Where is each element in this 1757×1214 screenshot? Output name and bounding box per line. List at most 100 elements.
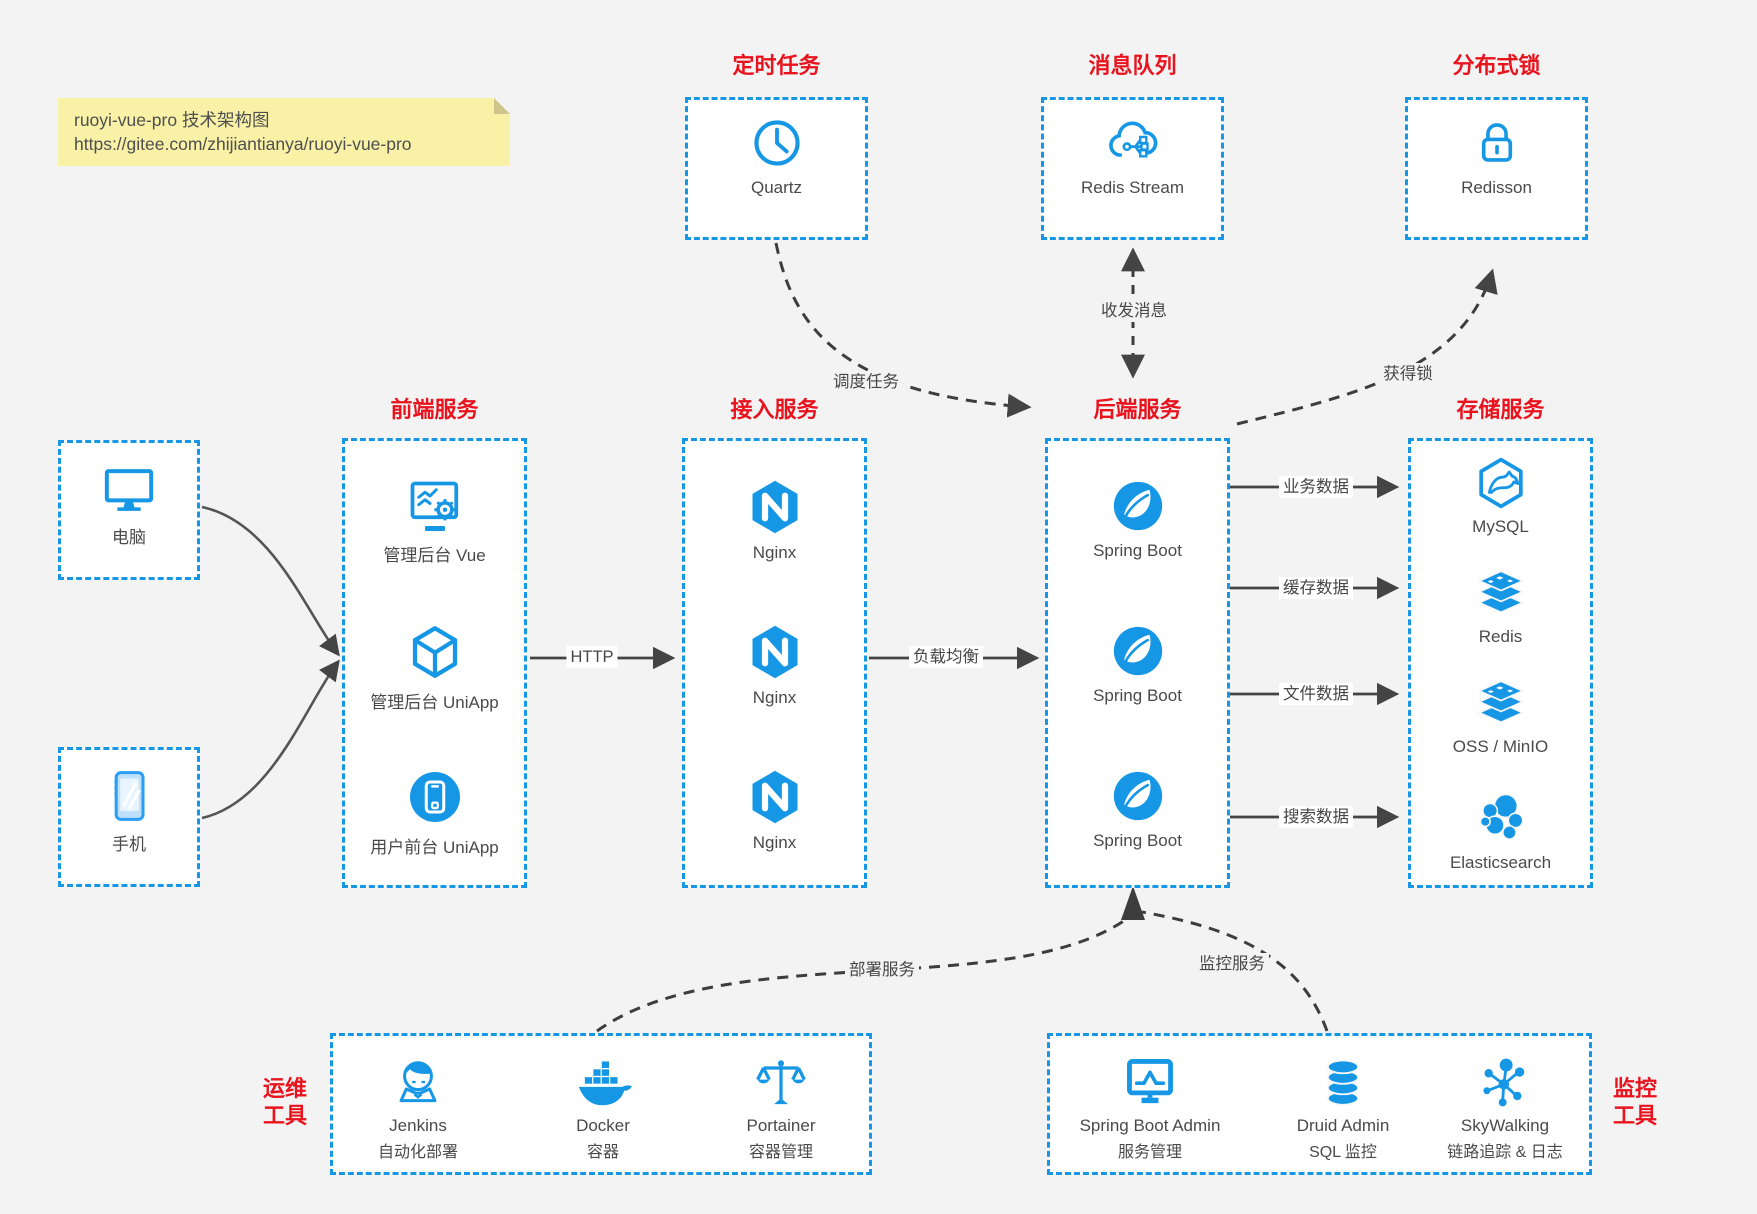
tool-portainer: Portainer 容器管理 (696, 1054, 866, 1162)
nginx-icon (752, 625, 797, 679)
clock-icon (753, 120, 800, 166)
box-storage-services: MySQL Redis OSS / MinIO (1408, 438, 1593, 888)
ops-title-line1: 运维 (262, 1076, 307, 1101)
edge-label-schedule-task: 调度任务 (829, 371, 903, 393)
uniapp-cube-icon (412, 626, 457, 678)
access-item-nginx-3: Nginx (685, 767, 864, 853)
access-nginx-1-label: Nginx (752, 543, 797, 562)
redis-stream-label: Redis Stream (1081, 178, 1184, 197)
frontend-user-uniapp-label: 用户前台 UniApp (370, 838, 499, 857)
storage-elasticsearch-label: Elasticsearch (1449, 853, 1552, 872)
storage-item-elasticsearch: Elasticsearch (1411, 789, 1590, 873)
box-quartz: Quartz (685, 97, 868, 240)
edge-label-deploy-service: 部署服务 (845, 959, 919, 981)
spring-boot-admin-desc: 服务管理 (1117, 1144, 1182, 1161)
edge-up-arrowhead (1121, 886, 1145, 920)
access-item-nginx-1: Nginx (685, 477, 864, 563)
docker-icon (578, 1061, 632, 1106)
backend-item-spring-1: Spring Boot (1048, 477, 1227, 561)
skywalking-name: SkyWalking (1460, 1116, 1550, 1135)
frontend-admin-vue-label: 管理后台 Vue (383, 546, 486, 565)
box-pc-client: 电脑 (58, 440, 200, 580)
cloud-stream-icon (1108, 121, 1157, 158)
redisson-label: Redisson (1461, 178, 1532, 197)
access-nginx-2-label: Nginx (752, 688, 797, 707)
box-monitor-tools: Spring Boot Admin 服务管理 Druid Admin SQL 监… (1047, 1033, 1592, 1175)
monitor-title-line2: 工具 (1612, 1103, 1657, 1128)
box-phone-client: 手机 (58, 747, 200, 887)
druid-admin-name: Druid Admin (1296, 1116, 1390, 1135)
quartz-item: Quartz (688, 114, 865, 198)
oss-minio-icon (1476, 680, 1525, 724)
edge-label-business-data: 业务数据 (1279, 476, 1353, 498)
backend-spring-2-label: Spring Boot (1093, 686, 1182, 705)
edge-label-http: HTTP (566, 646, 618, 668)
edge-pc-to-frontend (201, 505, 340, 657)
tool-jenkins: Jenkins 自动化部署 (333, 1054, 503, 1162)
spring-boot-icon (1113, 626, 1162, 676)
box-redisson: Redisson (1405, 97, 1588, 240)
redis-icon (1476, 570, 1525, 614)
tool-spring-boot-admin: Spring Boot Admin 服务管理 (1060, 1054, 1240, 1162)
skywalking-desc: 链路追踪 & 日志 (1447, 1144, 1563, 1161)
title-frontend-services: 前端服务 (390, 397, 479, 422)
edge-label-file-data: 文件数据 (1279, 683, 1353, 705)
note-title: ruoyi-vue-pro 技术架构图 (74, 110, 270, 130)
redis-stream-item: Redis Stream (1044, 114, 1221, 198)
tool-docker: Docker 容器 (518, 1054, 688, 1162)
spring-boot-admin-name: Spring Boot Admin (1079, 1116, 1221, 1135)
edge-label-monitor-service: 监控服务 (1195, 953, 1269, 975)
box-ops-tools: Jenkins 自动化部署 Docker 容器 (330, 1033, 872, 1175)
frontend-admin-uniapp-label: 管理后台 UniApp (370, 693, 499, 712)
phone-client-item: 手机 (61, 768, 197, 855)
jenkins-icon (399, 1061, 437, 1103)
edge-phone-to-frontend (201, 659, 340, 820)
box-access-services: Nginx Nginx Nginx (682, 438, 867, 888)
elasticsearch-icon (1479, 793, 1524, 840)
spring-boot-icon (1113, 771, 1162, 821)
spring-boot-icon (1113, 481, 1162, 531)
note-url: https://gitee.com/zhijiantianya/ruoyi-vu… (74, 134, 412, 154)
spring-boot-admin-icon (1127, 1059, 1173, 1104)
desktop-icon (104, 469, 154, 511)
redisson-item: Redisson (1408, 114, 1585, 198)
edge-label-send-receive-msg: 收发消息 (1097, 300, 1171, 322)
docker-name: Docker (576, 1116, 630, 1135)
portainer-name: Portainer (746, 1116, 816, 1135)
title-scheduled-task: 定时任务 (732, 53, 821, 78)
storage-item-mysql: MySQL (1411, 455, 1590, 537)
portainer-icon (756, 1060, 806, 1105)
edge-label-load-balance: 负载均衡 (909, 646, 983, 668)
title-ops-tools: 运维 工具 (252, 1075, 318, 1129)
storage-item-redis: Redis (1411, 565, 1590, 647)
frontend-item-user-uniapp: 用户前台 UniApp (345, 767, 524, 858)
storage-mysql-label: MySQL (1472, 517, 1529, 536)
backend-spring-3-label: Spring Boot (1093, 831, 1182, 850)
title-distributed-lock: 分布式锁 (1452, 53, 1541, 78)
tool-skywalking: SkyWalking 链路追踪 & 日志 (1415, 1054, 1595, 1162)
access-item-nginx-2: Nginx (685, 622, 864, 708)
title-access-services: 接入服务 (730, 397, 819, 422)
portainer-desc: 容器管理 (748, 1144, 813, 1161)
storage-redis-label: Redis (1478, 627, 1523, 646)
backend-spring-1-label: Spring Boot (1093, 541, 1182, 560)
box-backend-services: Spring Boot Spring Boot Spring Boot (1045, 438, 1230, 888)
jenkins-name: Jenkins (389, 1116, 447, 1135)
mysql-icon (1478, 457, 1523, 509)
jenkins-desc: 自动化部署 (377, 1144, 458, 1161)
storage-oss-minio-label: OSS / MinIO (1452, 737, 1549, 756)
access-nginx-3-label: Nginx (752, 833, 797, 852)
docker-desc: 容器 (586, 1144, 619, 1161)
backend-item-spring-2: Spring Boot (1048, 622, 1227, 706)
tool-druid-admin: Druid Admin SQL 监控 (1253, 1054, 1433, 1162)
edge-label-search-data: 搜索数据 (1279, 806, 1353, 828)
box-frontend-services: 管理后台 Vue 管理后台 UniApp 用户前台 UniApp (342, 438, 527, 888)
monitor-title-line1: 监控 (1612, 1076, 1657, 1101)
box-redis-stream: Redis Stream (1041, 97, 1224, 240)
frontend-item-admin-uniapp: 管理后台 UniApp (345, 622, 524, 713)
lock-icon (1481, 123, 1512, 162)
druid-icon (1326, 1059, 1360, 1106)
title-storage-services: 存储服务 (1456, 397, 1545, 422)
title-message-queue: 消息队列 (1088, 53, 1177, 78)
